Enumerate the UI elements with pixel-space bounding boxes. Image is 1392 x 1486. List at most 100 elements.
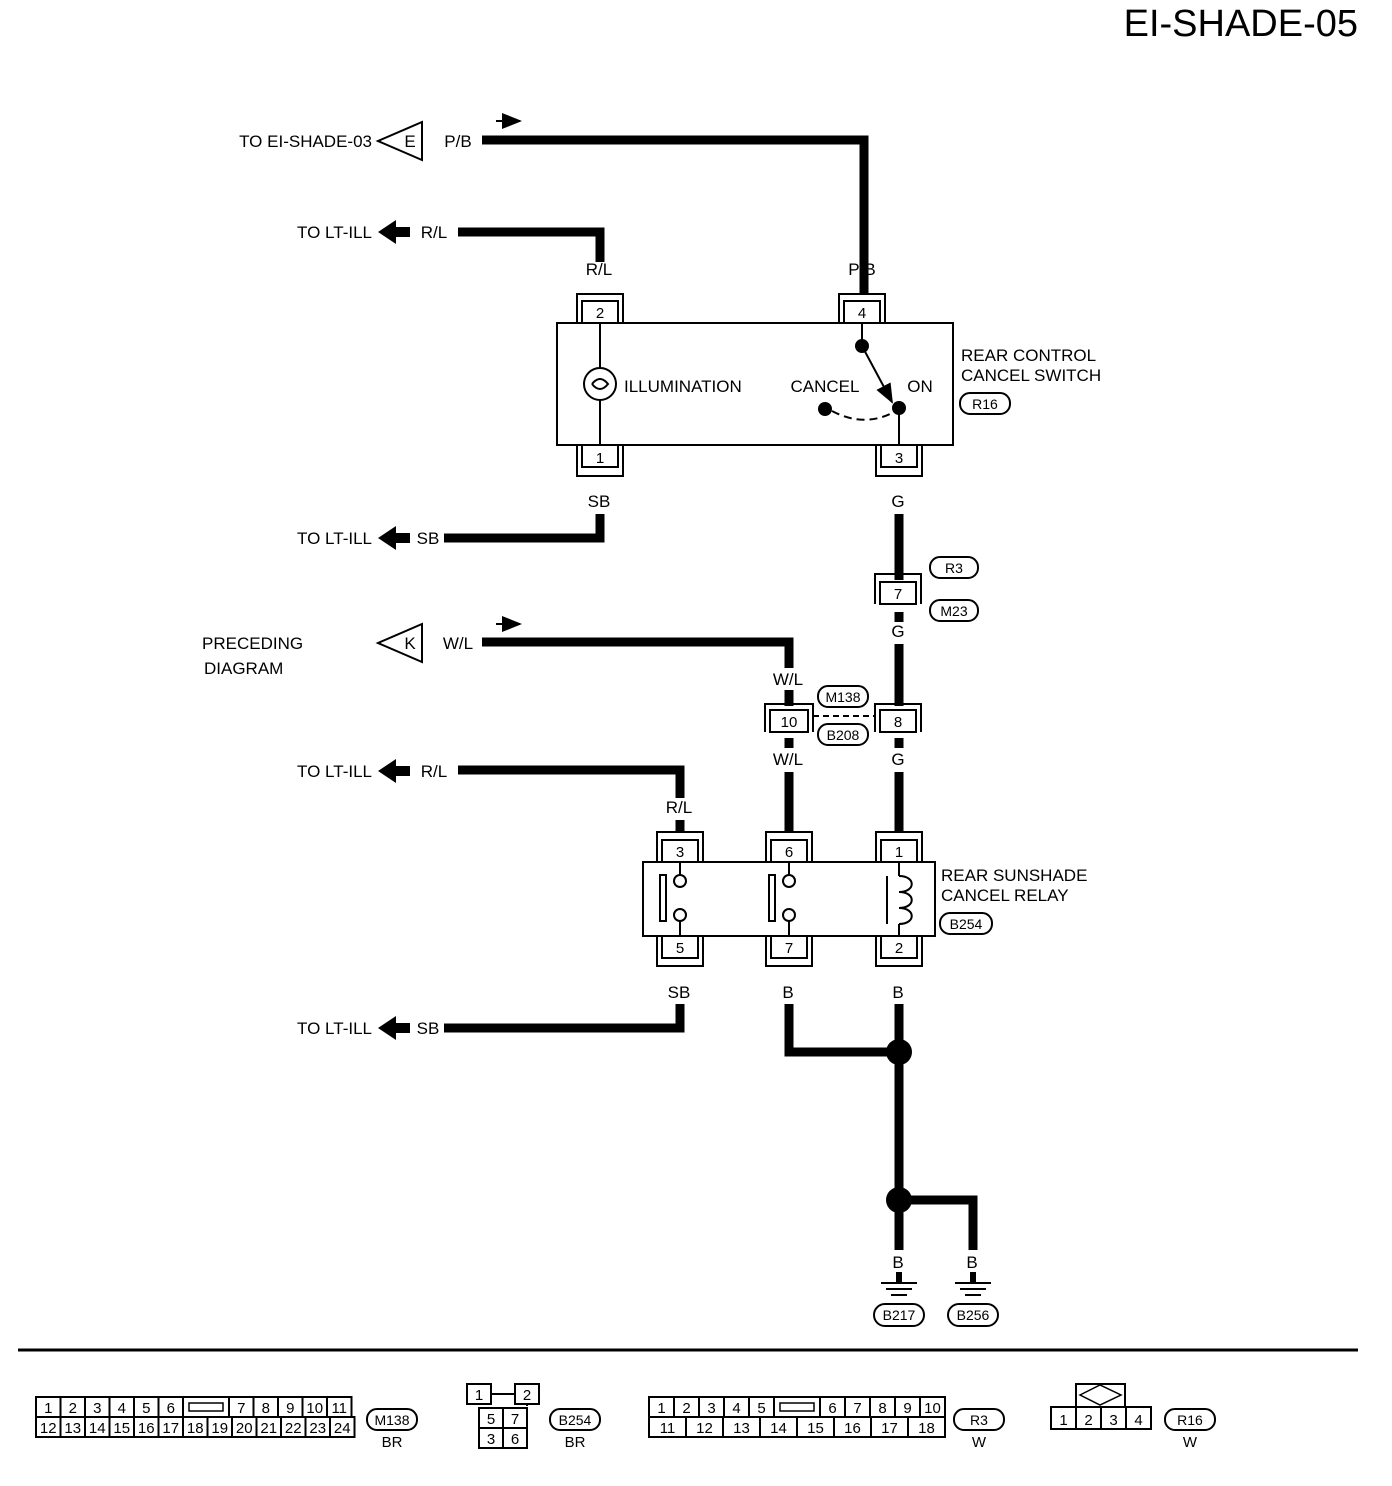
wire-label-sb-2: SB <box>417 529 440 548</box>
connector-color-text: BR <box>565 1434 586 1451</box>
wire-label-sb-1: SB <box>588 492 611 511</box>
wire-label-b-4: B <box>966 1253 977 1272</box>
m138-cavity-top-label: 3 <box>93 1400 101 1417</box>
switch-pin-2: 2 <box>576 293 624 324</box>
connector-color-text: W <box>972 1434 987 1451</box>
arrow-left-icon <box>378 220 410 244</box>
wire-label-pb-2: P/B <box>848 260 875 279</box>
connector-id-tag <box>549 1408 601 1431</box>
link-preceding-diagram: PRECEDING DIAGRAM K W/L <box>202 616 522 678</box>
relay-pin-6: 6 <box>765 831 813 863</box>
relay-contact-3 <box>673 874 687 888</box>
r3-cavity-top-label: 5 <box>757 1400 765 1417</box>
wire-label-rl-1: R/L <box>421 223 447 242</box>
ground-b256: B256 <box>947 1272 999 1327</box>
wire-b-ground-2 <box>899 1195 978 1250</box>
switch-pin-3: 3 <box>875 444 923 477</box>
relay-pin-1: 1 <box>875 831 923 863</box>
connector-id-text: M138 <box>374 1412 409 1428</box>
wire-label-b-3: B <box>892 1253 903 1272</box>
switch-connector-tag <box>959 392 1011 415</box>
switch-pin-3-label: 3 <box>895 450 903 467</box>
relay-pin-1-label: 1 <box>895 844 903 861</box>
m138-cavity-top-label: 2 <box>69 1400 77 1417</box>
r3-cavity-bottom-label: 16 <box>844 1420 861 1437</box>
on-label: ON <box>907 377 933 396</box>
connector-color-text: BR <box>382 1434 403 1451</box>
m138-cavity-bottom-label: 13 <box>64 1420 81 1437</box>
m138-cavity-top-label: 11 <box>331 1400 347 1417</box>
ground-icon <box>955 1282 991 1296</box>
wire-label-rl-4: R/L <box>666 798 692 817</box>
m138-cavity-bottom-label: 12 <box>40 1420 57 1437</box>
r3-cavity-bottom-label: 14 <box>770 1420 787 1437</box>
relay-pin-2-label: 2 <box>895 940 903 957</box>
m138-cavity-bottom-label: 23 <box>309 1420 326 1437</box>
wire-label-rl-3: R/L <box>421 762 447 781</box>
tag-m23-text: M23 <box>940 603 967 619</box>
switch-connector-id: R16 <box>972 396 998 412</box>
r16-cavity-label: 1 <box>1059 1412 1067 1429</box>
relay-switch-blade-1 <box>659 874 667 922</box>
m138-cavity-bottom-label: 17 <box>162 1420 179 1437</box>
tag-m138-text: M138 <box>825 689 860 705</box>
m138-cavity-bottom-label: 24 <box>334 1420 351 1437</box>
joint-connector-m138-b208: 10 8 M138 B208 <box>764 685 922 746</box>
page-id: EI-SHADE-05 <box>1124 3 1358 45</box>
wire-label-rl-2: R/L <box>586 260 612 279</box>
b254-cavity-label: 7 <box>511 1411 519 1428</box>
wire-rl-relay <box>458 765 685 798</box>
illumination-label: ILLUMINATION <box>624 377 742 396</box>
wire-label-g-2: G <box>891 622 904 641</box>
r3-cavity-top-label: 7 <box>853 1400 861 1417</box>
link-to-ei-shade-03: TO EI-SHADE-03 E P/B <box>239 113 522 162</box>
link-to-lt-ill-3: TO LT-ILL R/L <box>297 759 447 783</box>
preceding-line1: PRECEDING <box>202 634 303 653</box>
relay-pin-3: 3 <box>656 831 704 863</box>
connector-id-tag <box>366 1408 418 1431</box>
r3-cavity-top-label: 1 <box>657 1400 665 1417</box>
tag-b208 <box>817 723 869 746</box>
connector-color-text: W <box>1183 1434 1198 1451</box>
r3-cavity-top-label: 8 <box>878 1400 886 1417</box>
m138-cavity-bottom-label: 20 <box>236 1420 253 1437</box>
tag-m23 <box>929 599 979 622</box>
relay-pin-7: 7 <box>765 935 813 967</box>
preceding-line2: DIAGRAM <box>204 659 283 678</box>
wire-label-g-1: G <box>891 492 904 511</box>
b254-cavity-label: 5 <box>487 1411 495 1428</box>
m138-cavity-top-label: 6 <box>167 1400 175 1417</box>
joint-pin-10: 10 <box>781 714 798 731</box>
r16-cavity-label: 2 <box>1084 1412 1092 1429</box>
b254-cavity-label: 2 <box>523 1387 531 1404</box>
ground-b217: B217 <box>873 1272 925 1327</box>
rear-sunshade-cancel-relay: 3 6 1 5 7 2 <box>642 831 1087 967</box>
r3-cavity-top-label: 6 <box>828 1400 836 1417</box>
wire-label-sb-3: SB <box>668 983 691 1002</box>
ground-b256-label: B256 <box>957 1307 990 1323</box>
link-label-lt-ill-2: TO LT-ILL <box>297 529 372 548</box>
b254-cavity-label: 3 <box>487 1431 495 1448</box>
m138-cavity-bottom-label: 18 <box>187 1420 204 1437</box>
m138-cavity-bottom-label: 19 <box>211 1420 228 1437</box>
relay-connector-id: B254 <box>950 916 983 932</box>
connector-id-tag <box>953 1408 1005 1431</box>
switch-name-line2: CANCEL SWITCH <box>961 366 1101 385</box>
rear-control-cancel-switch: 2 4 1 3 ILLUMINATION CANCEL <box>556 293 1101 477</box>
r3-cavity-top-label: 2 <box>682 1400 690 1417</box>
wire-sb-relay <box>444 1004 685 1033</box>
link-label-lt-ill-3: TO LT-ILL <box>297 762 372 781</box>
wire-label-wl-1: W/L <box>443 634 473 653</box>
ground-b217-label: B217 <box>883 1307 916 1323</box>
connector-id-text: R3 <box>970 1412 988 1428</box>
m138-cavity-bottom-label: 16 <box>138 1420 155 1437</box>
relay-contact-6 <box>782 874 796 888</box>
tag-b208-text: B208 <box>827 727 860 743</box>
relay-contact-5 <box>673 908 687 922</box>
relay-pin-5: 5 <box>656 935 704 967</box>
relay-name-line1: REAR SUNSHADE <box>941 866 1087 885</box>
tag-r3-text: R3 <box>945 560 963 576</box>
